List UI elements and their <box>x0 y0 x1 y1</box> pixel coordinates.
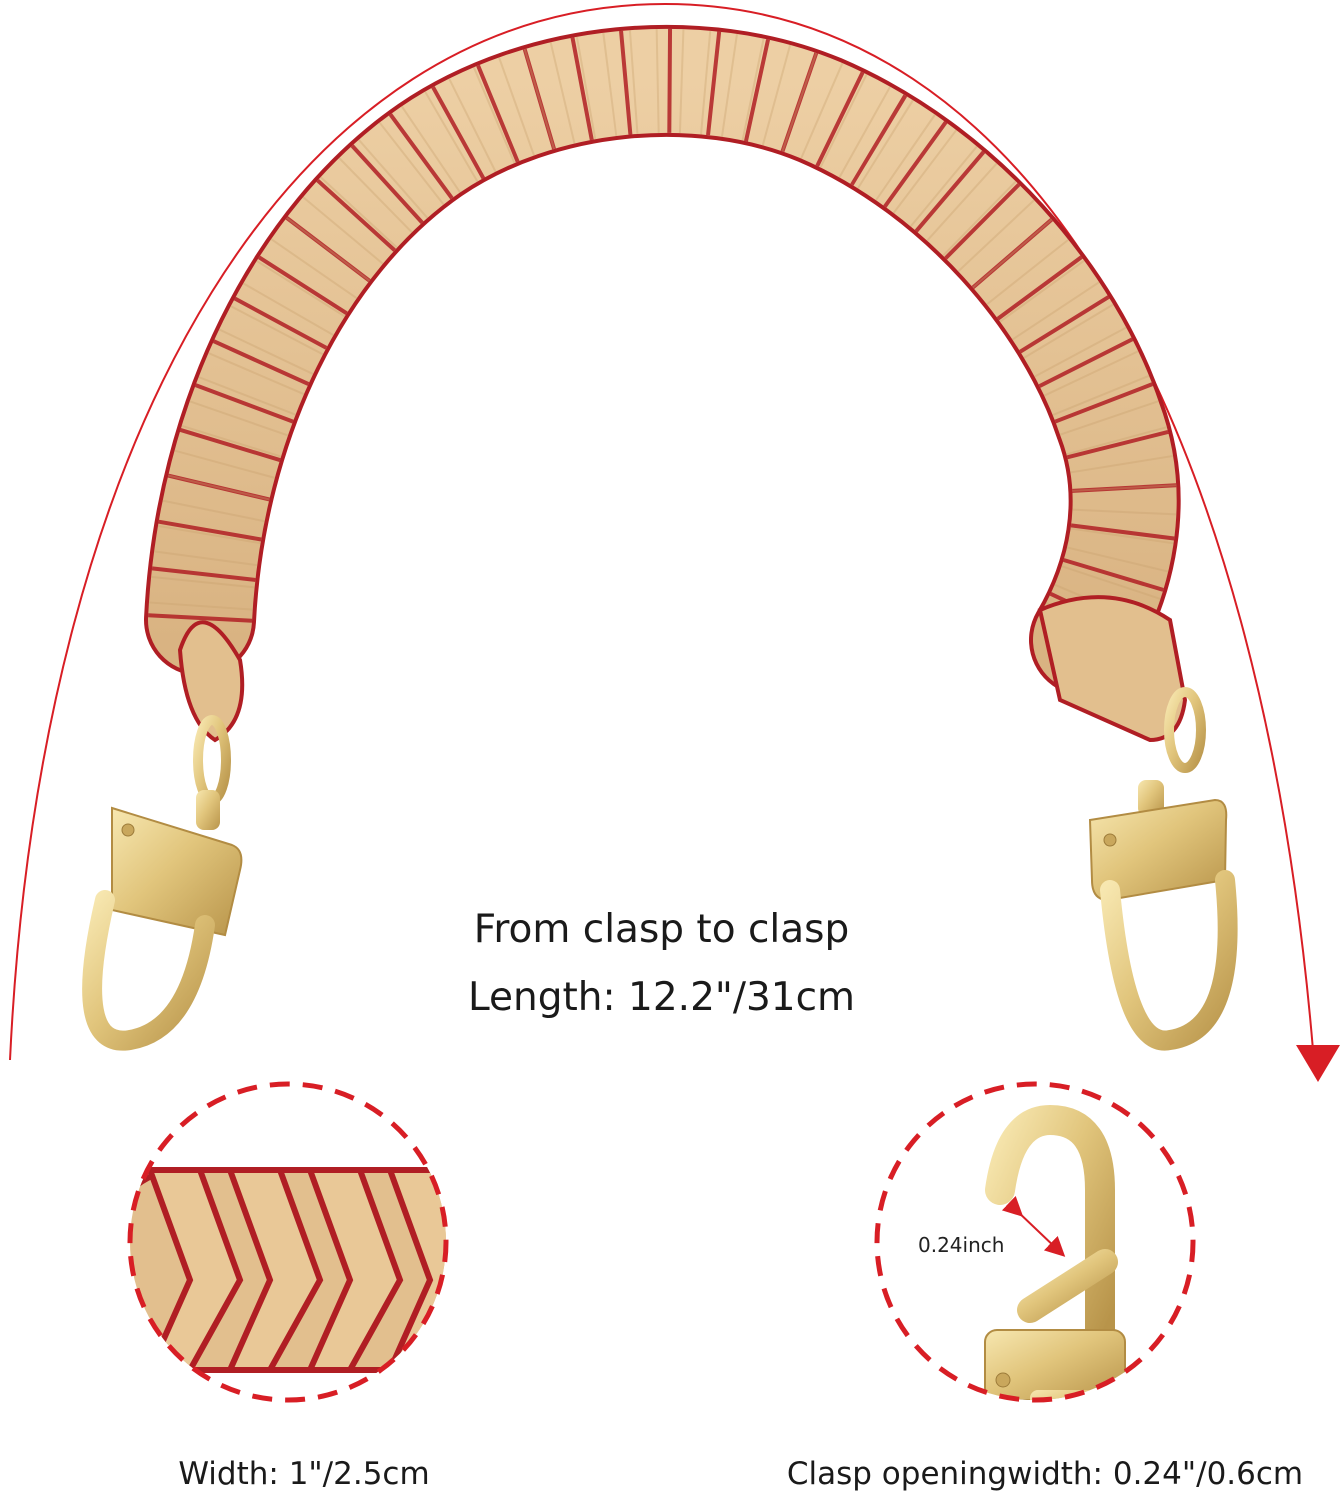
braided-handle <box>144 24 1188 743</box>
width-caption: Width: 1"/2.5cm <box>178 1456 430 1492</box>
opening-measure-line <box>1001 1195 1066 1257</box>
arc-arrowhead-icon <box>1296 1045 1340 1082</box>
length-arc-arrow <box>9 2 1340 1082</box>
clasp-detail-circle <box>874 1081 1196 1403</box>
right-clasp <box>1088 687 1238 1051</box>
right-leather-tab <box>1037 595 1188 743</box>
clasp-opening-caption: Clasp openingwidth: 0.24"/0.6cm <box>786 1456 1304 1492</box>
opening-detail-label: 0.24inch <box>918 1233 1005 1257</box>
length-title: From clasp to clasp <box>473 907 850 952</box>
left-leather-tab <box>177 620 245 743</box>
left-clasp <box>82 715 243 1051</box>
width-detail-circle <box>127 1081 449 1403</box>
detail-clasp-block <box>984 1329 1126 1400</box>
length-arc <box>9 2 1314 1061</box>
detail-clasp-hook <box>985 1104 1115 1355</box>
length-value: Length: 12.2"/31cm <box>467 975 856 1020</box>
